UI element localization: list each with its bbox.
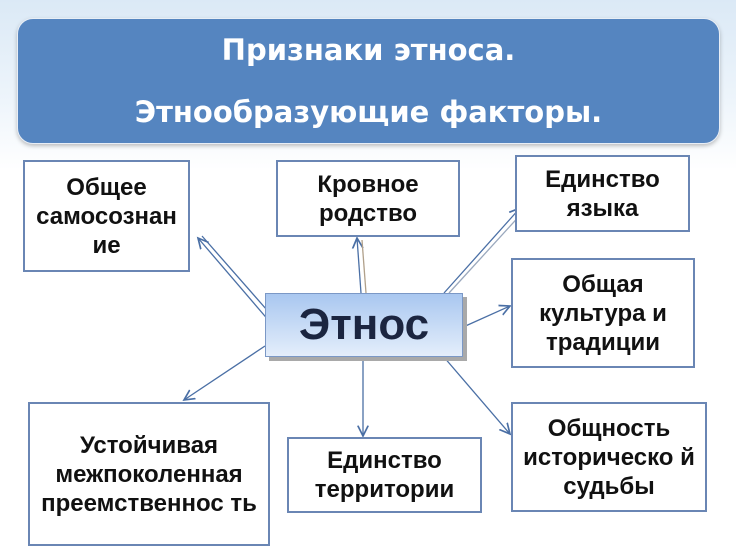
title-line-1: Признаки этноса. <box>221 33 516 67</box>
arrow-language <box>443 208 520 294</box>
title-line-2: Этнообразующие факторы. <box>134 95 603 129</box>
arrow-continuity <box>184 345 266 400</box>
factor-culture: Общая культура и традиции <box>511 258 695 368</box>
factor-self-awareness: Общее самосознан ие <box>23 160 190 272</box>
factor-language: Единство языка <box>515 155 690 232</box>
arrow-kinship <box>357 238 361 294</box>
factor-territory: Единство территории <box>287 437 482 513</box>
ethnos-node: Этнос <box>265 293 463 357</box>
arrow-history <box>442 355 510 434</box>
arrow-culture <box>460 306 510 329</box>
factor-continuity: Устойчивая межпоколенная преемственнос т… <box>28 402 270 546</box>
arrow-self-awareness <box>198 238 271 323</box>
factor-history: Общность историческо й судьбы <box>511 402 707 512</box>
title-banner: Признаки этноса. Этнообразующие факторы. <box>17 18 720 144</box>
factor-kinship: Кровное родство <box>276 160 460 237</box>
